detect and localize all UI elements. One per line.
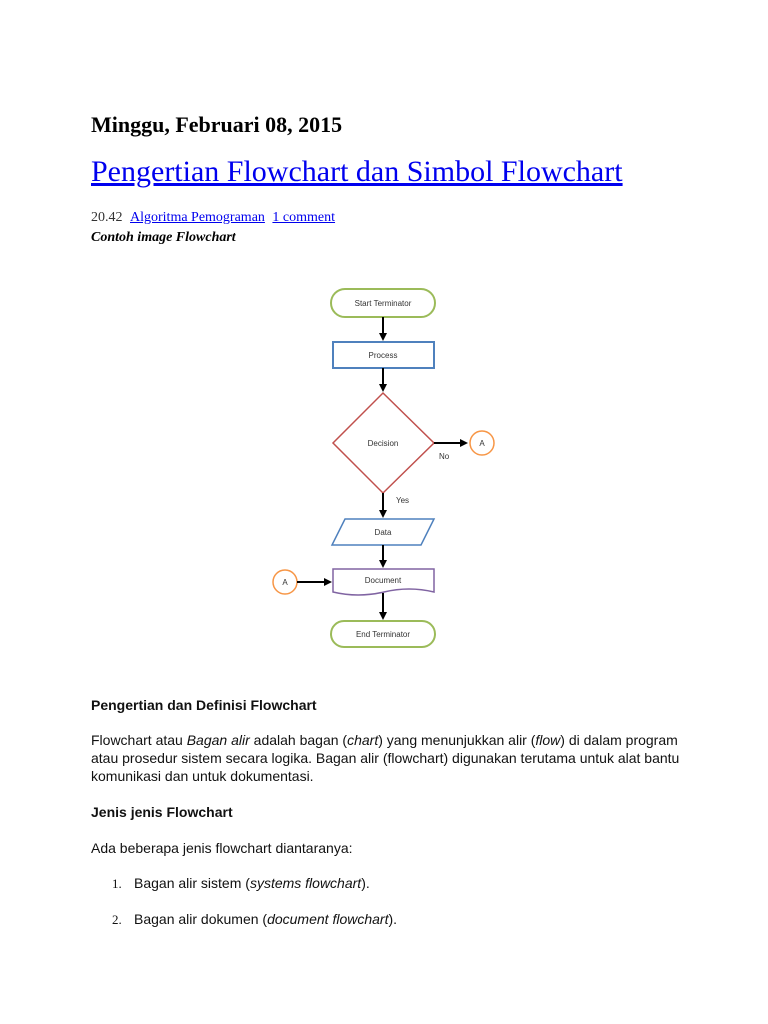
list-number: 2. (112, 912, 122, 927)
section-heading-definition: Pengertian dan Definisi Flowchart (91, 697, 317, 713)
italic-term: document flowchart (267, 911, 389, 927)
no-label: No (439, 452, 450, 461)
end-terminator-label: End Terminator (356, 630, 410, 639)
types-intro: Ada beberapa jenis flowchart diantaranya… (91, 840, 353, 856)
process-label: Process (369, 351, 398, 360)
start-terminator-label: Start Terminator (355, 299, 412, 308)
text-span: Bagan alir sistem ( (134, 875, 250, 891)
text-span: Bagan alir dokumen ( (134, 911, 268, 927)
post-title-link[interactable]: Pengertian Flowchart dan Simbol Flowchar… (91, 155, 623, 188)
text-span: Flowchart atau (91, 732, 187, 748)
italic-term: systems flowchart (249, 875, 362, 891)
text-span: ). (388, 911, 398, 927)
section-heading-types: Jenis jenis Flowchart (91, 804, 233, 820)
list-number: 1. (112, 876, 122, 891)
post-time: 20.42 (91, 210, 123, 225)
data-shape (330, 518, 436, 546)
document-label: Document (365, 576, 402, 585)
italic-term: chart (347, 732, 379, 748)
document-shape (332, 568, 435, 596)
text-span: ) yang menunjukkan alir ( (378, 732, 536, 748)
connector-a-left-label: A (282, 578, 288, 587)
text-span: ). (361, 875, 370, 891)
definition-paragraph: Flowchart atau Bagan alir adalah bagan (… (91, 731, 691, 785)
italic-term: flow (535, 732, 561, 748)
image-caption: Contoh image Flowchart (91, 230, 236, 245)
list-item: 2. Bagan alir dokumen (document flowchart… (112, 911, 397, 928)
connector-a-right-label: A (479, 439, 485, 448)
data-label: Data (375, 528, 392, 537)
italic-term: Bagan alir (186, 732, 250, 748)
post-date: Minggu, Februari 08, 2015 (91, 112, 343, 137)
process-shape (332, 341, 435, 369)
category-link[interactable]: Algoritma Pemograman (130, 210, 265, 225)
post-meta: 20.42 Algoritma Pemograman 1 comment (91, 210, 335, 226)
connector-a-right (469, 430, 495, 456)
text-span: adalah bagan ( (249, 732, 348, 748)
yes-label: Yes (396, 496, 409, 505)
comments-link[interactable]: 1 comment (272, 210, 336, 225)
decision-label: Decision (368, 439, 399, 448)
list-item: 1. Bagan alir sistem (systems flowchart). (112, 875, 370, 892)
text-span: ) di dalam program atau prosedur sistem … (91, 732, 680, 784)
end-terminator-shape (330, 620, 436, 648)
